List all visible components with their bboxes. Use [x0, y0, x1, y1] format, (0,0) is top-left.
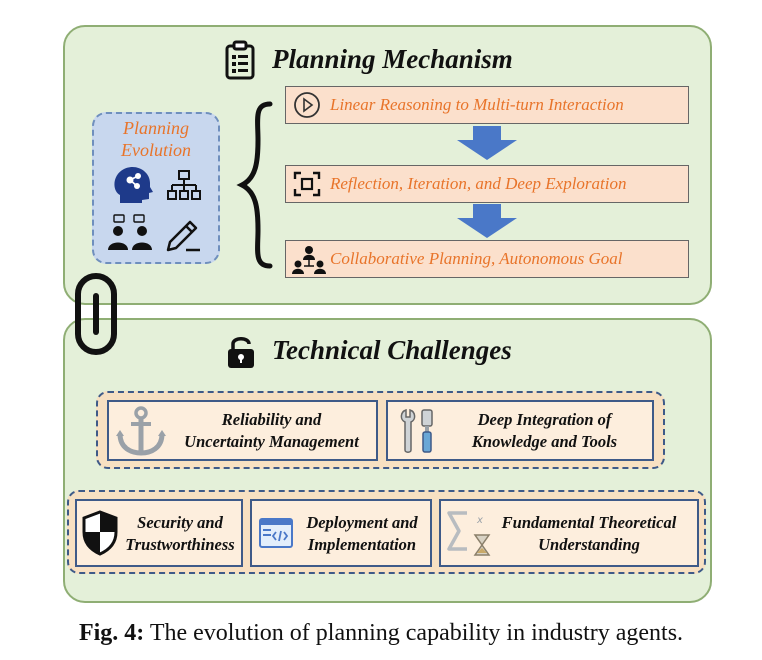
- card-text: Deep Integration of Knowledge and Tools: [471, 410, 618, 451]
- planning-evolution-box: [92, 112, 220, 264]
- curly-brace: [236, 101, 273, 269]
- code-window-icon: [259, 518, 293, 548]
- planning-evolution-label: Planning Evolution: [92, 117, 220, 161]
- pencil-icon: [166, 220, 200, 252]
- figure-caption: Fig. 4: The evolution of planning capabi…: [0, 620, 762, 647]
- down-arrow-icon: [457, 204, 517, 238]
- challenge-card-security: Security and Trustworthiness: [75, 499, 243, 567]
- step-label: Collaborative Planning, Autonomous Goal: [330, 249, 623, 268]
- step-linear-reasoning: Linear Reasoning to Multi-turn Interacti…: [285, 86, 689, 124]
- people-chat-icon: [108, 214, 152, 250]
- challenge-card-deployment: Deployment and Implementation: [250, 499, 432, 567]
- down-arrow-icon: [457, 126, 517, 160]
- hierarchy-icon: [167, 170, 201, 200]
- card-text: Reliability and Uncertainty Management: [184, 410, 359, 451]
- sigma-hourglass-icon: x: [447, 511, 491, 556]
- challenge-card-theory: x Fundamental Theoretical Understanding: [439, 499, 699, 567]
- chain-link-icon: [75, 273, 117, 355]
- tools-icon: [400, 408, 433, 453]
- padlock-icon: [228, 337, 254, 368]
- brain-head-icon: [114, 166, 153, 203]
- step-label: Reflection, Iteration, and Deep Explorat…: [330, 174, 627, 193]
- shield-icon: [82, 510, 118, 556]
- caption-text: The evolution of planning capability in …: [144, 620, 684, 646]
- step-reflection: Reflection, Iteration, and Deep Explorat…: [285, 165, 689, 203]
- evolution-label-line2: Evolution: [121, 140, 191, 160]
- play-circle-icon: [294, 92, 320, 118]
- team-network-icon: [292, 246, 326, 274]
- svg-text:x: x: [476, 515, 483, 526]
- focus-frame-icon: [293, 171, 321, 197]
- anchor-icon: [116, 406, 166, 456]
- card-text: Fundamental Theoretical Understanding: [501, 513, 677, 554]
- card-text: Security and Trustworthiness: [125, 513, 235, 554]
- clipboard-icon: [225, 40, 255, 80]
- challenge-card-integration: Deep Integration of Knowledge and Tools: [386, 400, 654, 461]
- technical-challenges-title: Technical Challenges: [272, 335, 512, 365]
- challenge-card-reliability: Reliability and Uncertainty Management: [107, 400, 378, 461]
- step-label: Linear Reasoning to Multi-turn Interacti…: [330, 95, 624, 114]
- card-text: Deployment and Implementation: [306, 513, 418, 554]
- evolution-label-line1: Planning: [123, 118, 189, 138]
- step-collaborative-planning: Collaborative Planning, Autonomous Goal: [285, 240, 689, 278]
- caption-label: Fig. 4:: [78, 620, 145, 646]
- planning-mechanism-title: Planning Mechanism: [272, 44, 513, 74]
